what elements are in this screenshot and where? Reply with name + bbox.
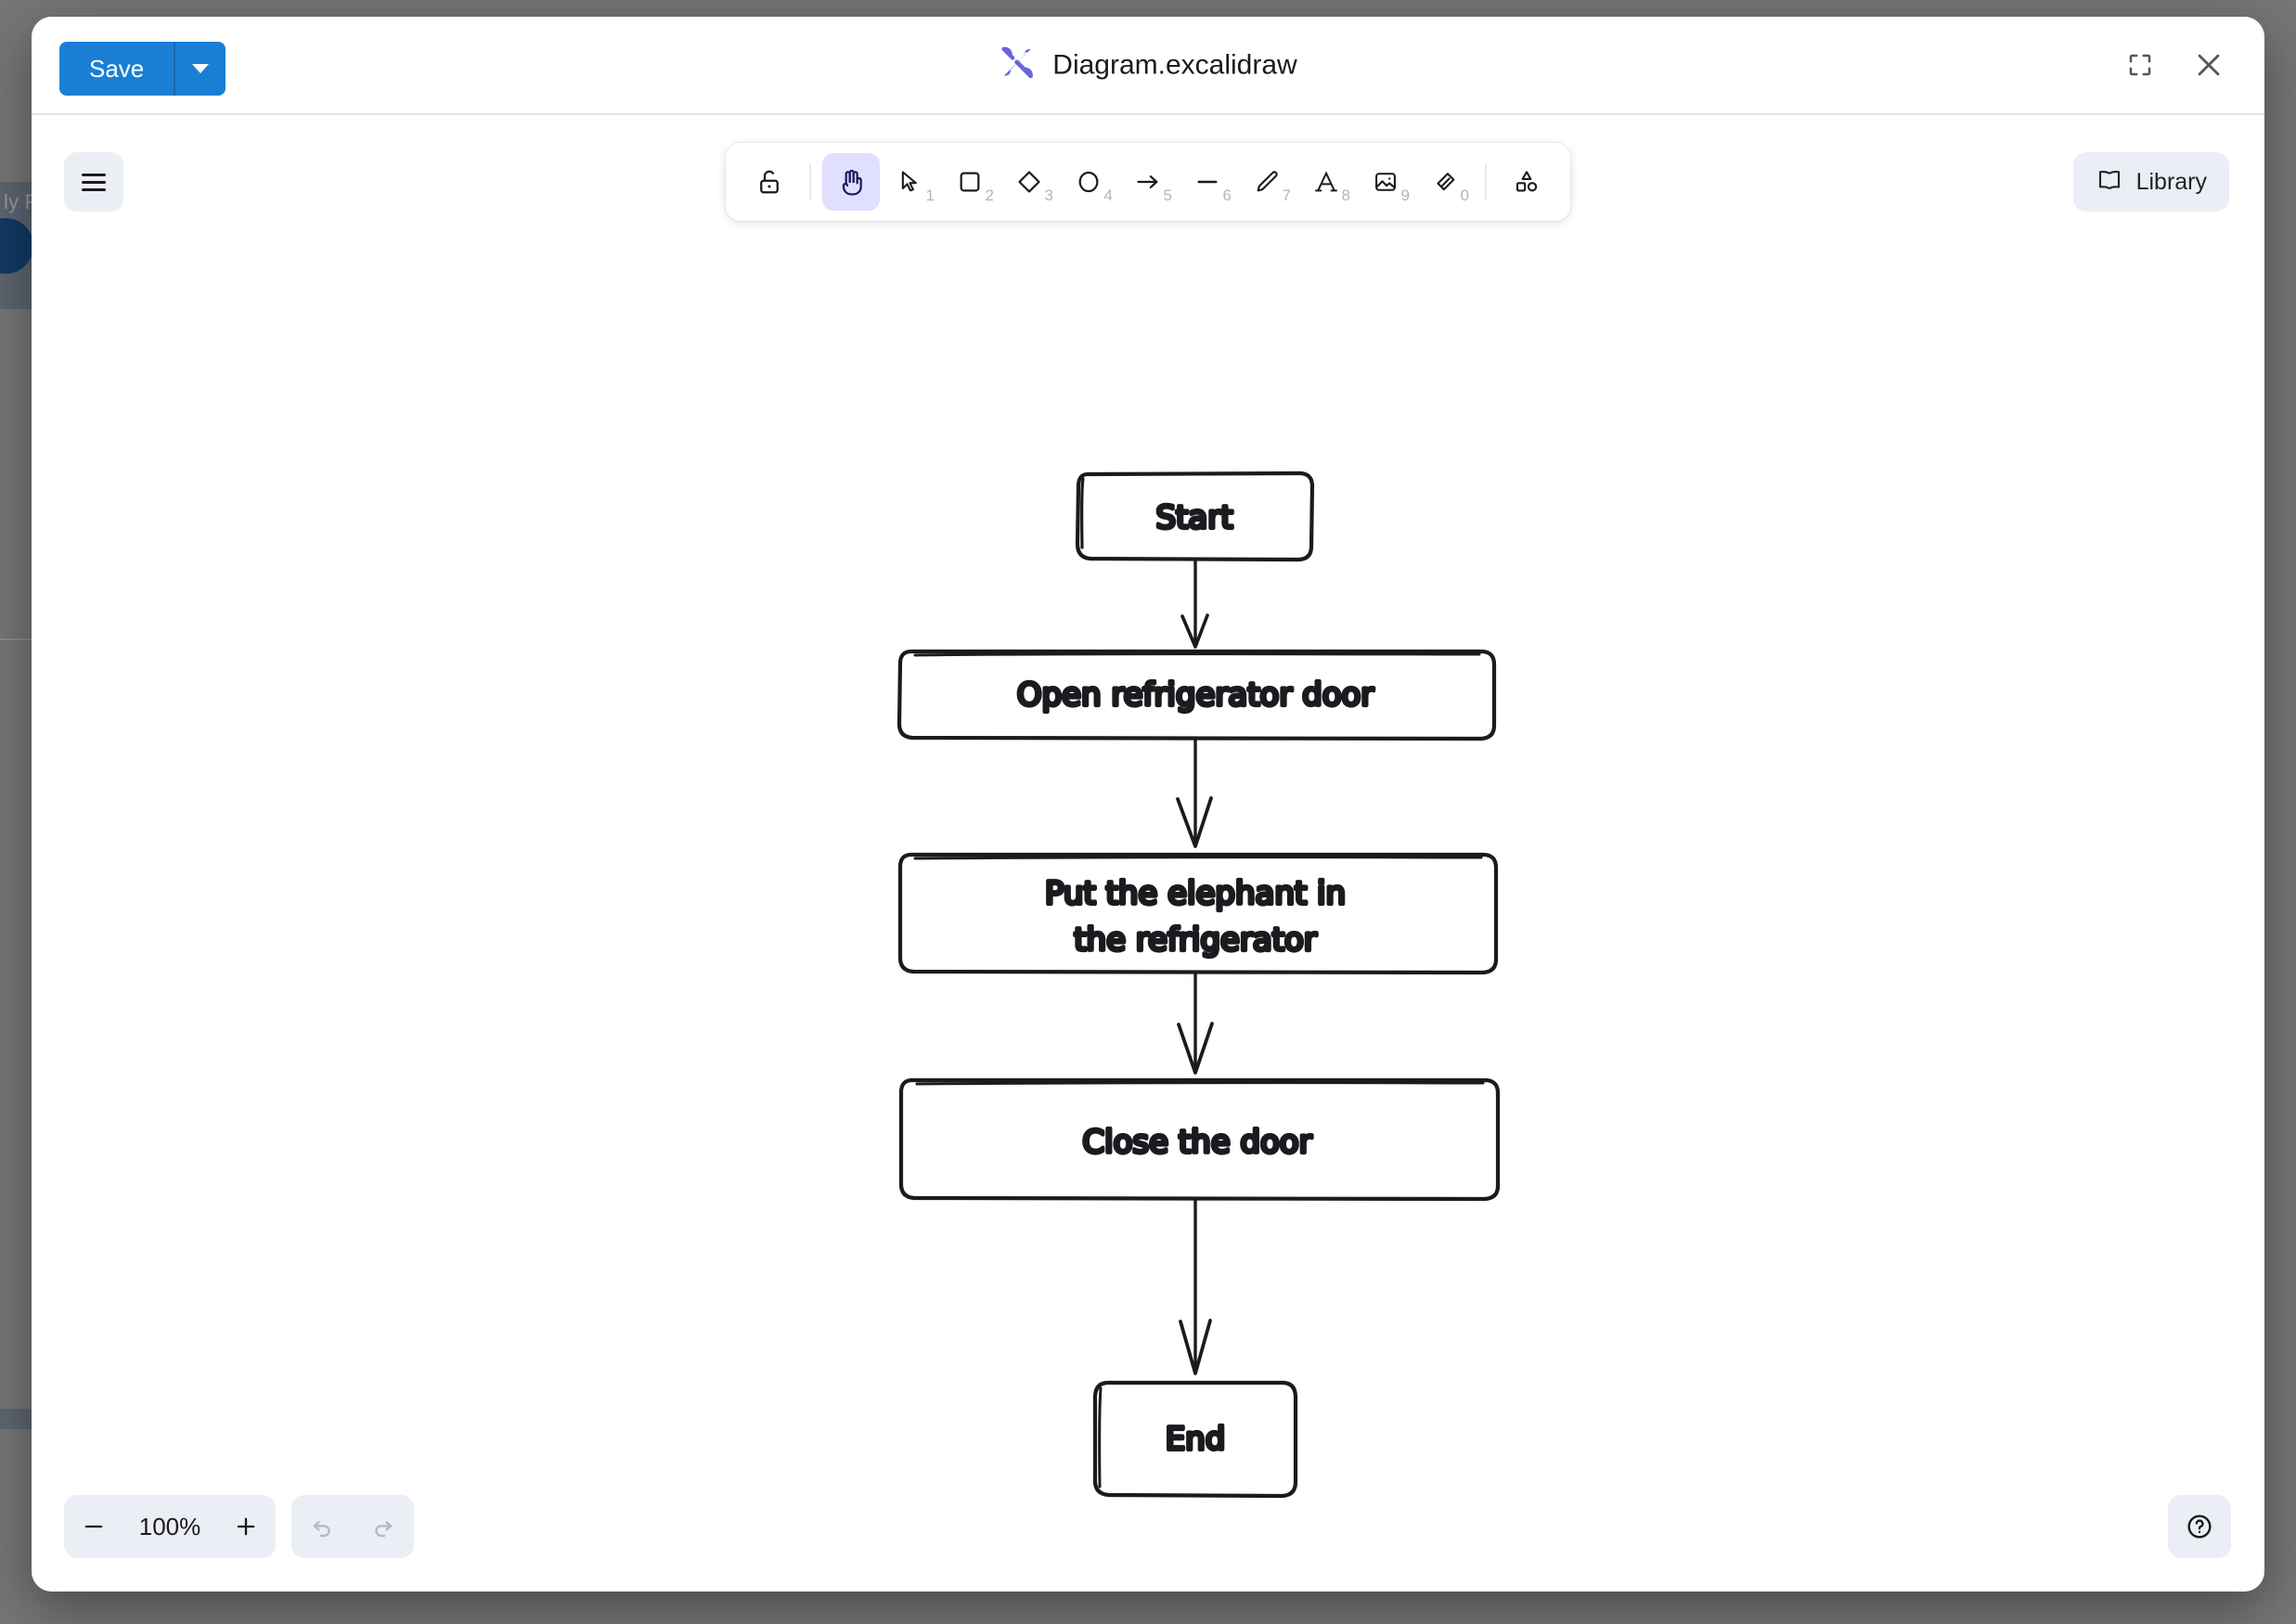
- ellipse-tool[interactable]: 4: [1060, 153, 1117, 211]
- flow-node-start: [1075, 470, 1315, 562]
- lock-tool[interactable]: [741, 153, 798, 211]
- selection-tool[interactable]: 1: [882, 153, 939, 211]
- line-tool-shortcut: 6: [1222, 187, 1232, 204]
- eraser-tool-shortcut: 0: [1460, 187, 1469, 204]
- excalidraw-modal: Save Diagram.excalidraw: [32, 17, 2264, 1592]
- tool-island[interactable]: 1 2 3 4: [726, 143, 1570, 221]
- flow-node-open-door: [896, 649, 1497, 741]
- draw-tool[interactable]: 7: [1238, 153, 1296, 211]
- flow-node-end: [1092, 1380, 1298, 1499]
- arrow-tool[interactable]: 5: [1119, 153, 1177, 211]
- redo-button[interactable]: [353, 1495, 414, 1558]
- flow-edge-2: [1176, 738, 1213, 848]
- flow-edge-3: [1177, 972, 1214, 1075]
- text-tool[interactable]: 8: [1297, 153, 1355, 211]
- close-button[interactable]: [2185, 41, 2233, 89]
- rectangle-tool-shortcut: 2: [985, 187, 994, 204]
- draw-tool-shortcut: 7: [1282, 187, 1291, 204]
- text-tool-shortcut: 8: [1341, 187, 1350, 204]
- flow-node-label: Start: [1155, 499, 1232, 536]
- flow-node-label: Open refrigerator door: [1017, 677, 1374, 714]
- arrow-tool-shortcut: 5: [1163, 187, 1172, 204]
- save-button-group[interactable]: Save: [59, 42, 226, 96]
- flow-node-close-door: [898, 1077, 1501, 1202]
- document-title-text: Diagram.excalidraw: [1052, 49, 1297, 80]
- excalidraw-logo-icon: [999, 45, 1036, 86]
- flow-node-label: End: [1166, 1421, 1226, 1458]
- undo-button[interactable]: [291, 1495, 353, 1558]
- modal-header: Save Diagram.excalidraw: [32, 17, 2264, 115]
- save-button[interactable]: Save: [59, 42, 174, 96]
- help-button[interactable]: [2168, 1495, 2231, 1558]
- flowchart[interactable]: Start Open refrigerator door: [32, 115, 2264, 1592]
- library-button[interactable]: Library: [2072, 152, 2229, 212]
- background-panel-secondary: [0, 1409, 37, 1429]
- diamond-tool-shortcut: 3: [1044, 187, 1053, 204]
- hand-tool[interactable]: [822, 153, 880, 211]
- flow-node-label: Put the elephant in: [1045, 875, 1346, 912]
- toolbar-divider: [809, 163, 811, 200]
- zoom-out-button[interactable]: [64, 1495, 123, 1558]
- selection-tool-shortcut: 1: [925, 187, 935, 204]
- history-controls[interactable]: [291, 1495, 414, 1558]
- hamburger-menu-button[interactable]: [64, 152, 123, 212]
- toolbar-divider-2: [1485, 163, 1487, 200]
- hamburger-menu-icon: [82, 169, 106, 196]
- flow-node-label-line2: the refrigerator: [1074, 922, 1317, 959]
- image-tool-shortcut: 9: [1400, 187, 1410, 204]
- flow-edge-4: [1179, 1198, 1212, 1375]
- window-controls: [2116, 41, 2233, 89]
- eraser-tool[interactable]: 0: [1416, 153, 1474, 211]
- zoom-controls[interactable]: 100%: [64, 1495, 276, 1558]
- flow-edge-1: [1180, 559, 1209, 649]
- shapes-tool[interactable]: [1498, 153, 1555, 211]
- library-button-label: Library: [2135, 168, 2207, 195]
- image-tool[interactable]: 9: [1357, 153, 1414, 211]
- ellipse-tool-shortcut: 4: [1103, 187, 1113, 204]
- fullscreen-button[interactable]: [2116, 41, 2164, 89]
- document-title: Diagram.excalidraw: [999, 45, 1297, 86]
- chevron-down-icon: [192, 64, 210, 73]
- zoom-in-button[interactable]: [216, 1495, 276, 1558]
- save-dropdown-button[interactable]: [174, 42, 226, 96]
- diamond-tool[interactable]: 3: [1000, 153, 1058, 211]
- rectangle-tool[interactable]: 2: [941, 153, 999, 211]
- book-icon: [2096, 166, 2123, 199]
- canvas-area[interactable]: 1 2 3 4: [32, 115, 2264, 1592]
- background-divider: [0, 638, 37, 640]
- line-tool[interactable]: 6: [1179, 153, 1236, 211]
- flow-node-put-elephant: [897, 852, 1499, 975]
- zoom-level-display[interactable]: 100%: [138, 1512, 201, 1540]
- flow-node-label: Close the door: [1082, 1124, 1311, 1161]
